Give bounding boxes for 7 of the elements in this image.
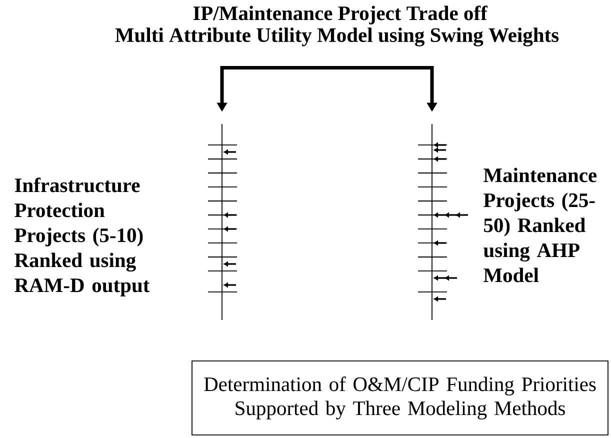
title: IP/Maintenance Project Trade off — [193, 6, 488, 24]
subtitle: Multi Attribute Utility Model using Swing Weights — [115, 28, 559, 46]
scale-drawing — [418, 124, 468, 320]
scale-drawing — [208, 124, 238, 320]
text-box: Determination of O&M/CIP Funding Priorities Supported by Three Modeling Methods — [192, 360, 608, 436]
side-label: Maintenance Projects (25-50) Ranked using AHP Model — [484, 168, 597, 282]
side-label: Infrastructure Protection Projects (5-10) Ranked using RAM-D output — [14, 178, 150, 296]
